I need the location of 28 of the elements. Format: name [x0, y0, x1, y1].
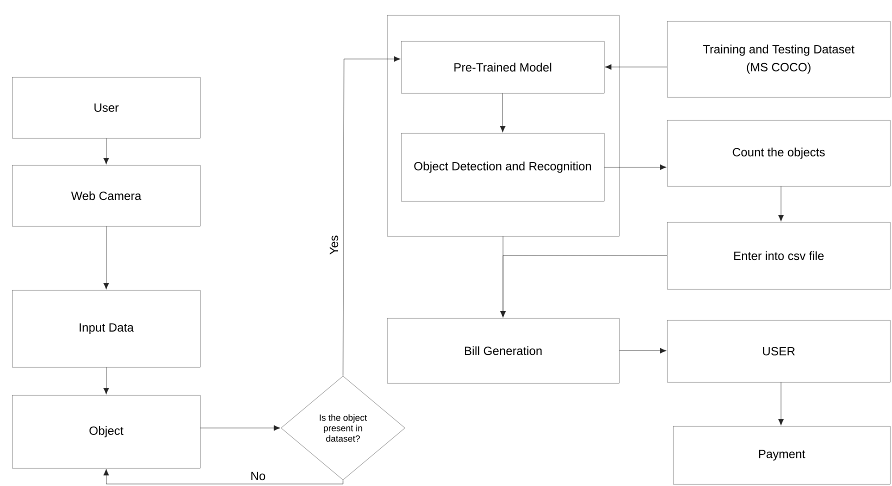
process-box: Pre-Trained Model: [401, 41, 604, 94]
arrow: [500, 255, 668, 318]
arrow: [778, 382, 784, 426]
process-box: Count the objects: [667, 120, 890, 186]
edge-label: Yes: [328, 234, 340, 256]
process-box: Object Detection and Recognition: [401, 133, 604, 202]
process-box: User: [12, 77, 200, 138]
arrow: [778, 186, 784, 222]
arrow: [500, 93, 506, 132]
process-box: Web Camera: [12, 165, 200, 226]
process-box: Payment: [673, 426, 890, 484]
arrow: [103, 367, 110, 394]
arrow: [103, 226, 110, 290]
arrow: [103, 468, 344, 484]
edge-label: No: [249, 470, 267, 482]
arrow: [103, 138, 110, 164]
process-box: Enter into csv file: [667, 222, 890, 290]
arrow: [604, 64, 668, 70]
arrow: [619, 348, 666, 354]
process-box: Object: [12, 395, 200, 468]
arrow: [342, 56, 400, 376]
process-box: Training and Testing Dataset (MS COCO): [667, 21, 890, 98]
container-box: [387, 15, 620, 236]
arrow: [200, 425, 280, 431]
arrow: [604, 164, 666, 170]
process-box: Bill Generation: [387, 318, 620, 384]
process-box: USER: [667, 320, 890, 382]
process-box: Input Data: [12, 290, 200, 368]
